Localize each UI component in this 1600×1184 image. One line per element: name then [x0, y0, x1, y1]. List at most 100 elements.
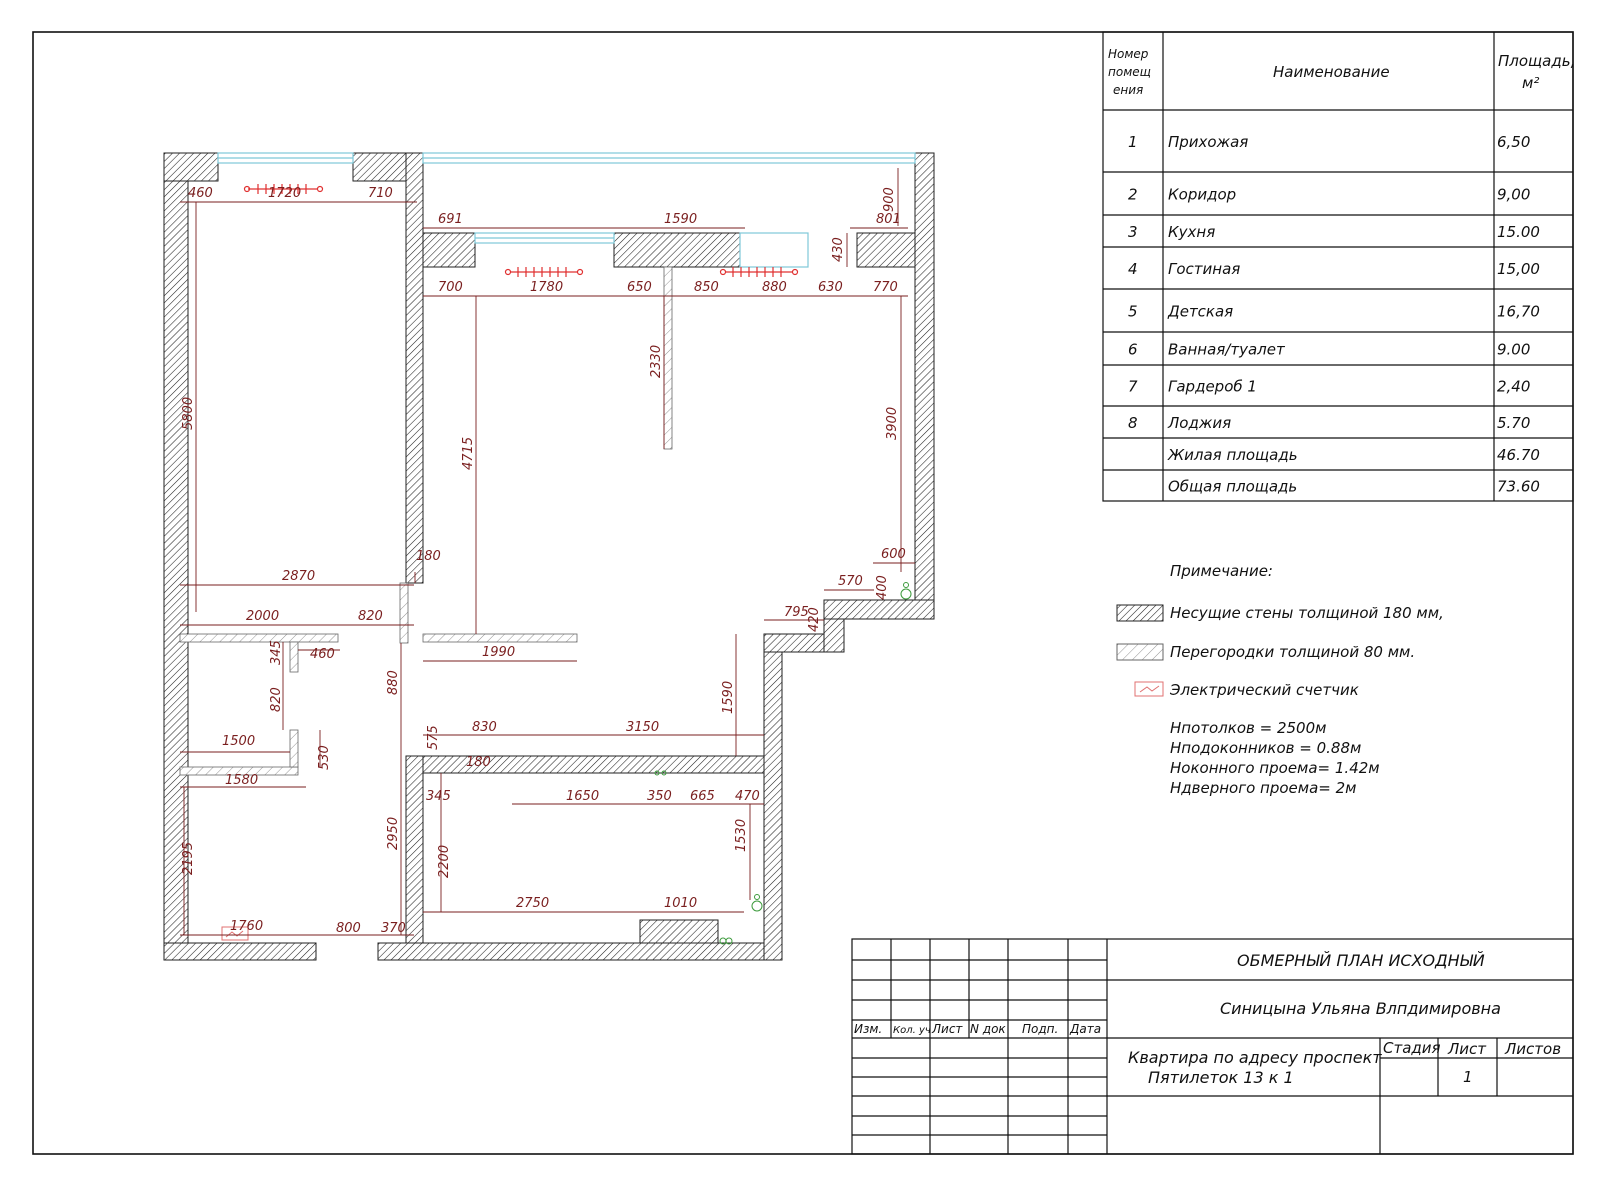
room-name: Гостиная — [1168, 260, 1240, 278]
room-name: Прихожая — [1168, 133, 1248, 151]
tb-column: Дата — [1069, 1022, 1101, 1036]
tb-column: N док — [970, 1022, 1006, 1036]
dim-label: 2870 — [282, 569, 315, 584]
table-header-number: помещ — [1108, 65, 1151, 79]
tb-column: Подп. — [1022, 1022, 1058, 1036]
dim-label: 400 — [875, 575, 890, 600]
room-area: 9,00 — [1497, 186, 1530, 204]
riser-icon — [900, 588, 912, 600]
dim-label: 1760 — [230, 919, 263, 934]
dim-label: 4715 — [461, 437, 476, 470]
dim-label: 710 — [368, 186, 393, 201]
room-name: Гардероб 1 — [1168, 378, 1257, 396]
sheet-frame — [32, 31, 1574, 1155]
dim-label: 2330 — [649, 345, 664, 378]
riser-icon — [661, 770, 667, 776]
riser-icon — [725, 937, 733, 945]
table-header-area: Площадь, — [1498, 52, 1575, 70]
riser-icon — [751, 900, 763, 912]
tb-column: Лист — [931, 1022, 963, 1036]
table-header-area: м² — [1522, 74, 1539, 92]
dim-label: 2950 — [386, 817, 401, 850]
legend-text: Электрический счетчик — [1169, 681, 1359, 699]
dim-label: 2200 — [437, 845, 452, 878]
room-number: 5 — [1128, 303, 1138, 321]
room-name: Жилая площадь — [1167, 446, 1298, 464]
sheet-label: Лист — [1447, 1040, 1487, 1058]
dim-label: 900 — [882, 187, 897, 212]
room-name: Коридор — [1168, 186, 1236, 204]
dim-label: 2195 — [181, 842, 196, 875]
room-name: Общая площадь — [1168, 478, 1297, 496]
dim-label: 770 — [873, 280, 898, 295]
height-note: Ноконного проема= 1.42м — [1170, 759, 1380, 777]
dim-label: 180 — [416, 549, 441, 564]
dim-label: 1010 — [664, 896, 697, 911]
radiator-icon-1 — [243, 184, 324, 194]
legend-text: Перегородки толщиной 80 мм. — [1170, 643, 1415, 661]
dim-label: 600 — [881, 547, 906, 562]
dim-label: 350 — [647, 789, 672, 804]
sheet-number: 1 — [1463, 1068, 1473, 1086]
room-number: 7 — [1128, 378, 1138, 396]
table-header-name: Наименование — [1273, 63, 1390, 81]
dim-label: 2750 — [516, 896, 549, 911]
sheets-label: Листов — [1504, 1040, 1561, 1058]
dim-label: 1780 — [530, 280, 563, 295]
riser-icon — [903, 582, 909, 588]
dim-label: 345 — [269, 640, 284, 665]
dimension-labels: 460 1720 710 691 1590 801 900 430 700 17… — [181, 186, 906, 936]
dim-label: 1580 — [225, 773, 258, 788]
table-header-number: Номер — [1108, 47, 1149, 61]
room-name: Ванная/туалет — [1168, 341, 1286, 359]
dim-label: 1650 — [566, 789, 599, 804]
room-name: Детская — [1167, 303, 1233, 321]
notes: Примечание: Несущие стены толщиной 180 м… — [1116, 562, 1444, 797]
room-name: Лоджия — [1167, 414, 1231, 432]
dim-label: 650 — [627, 280, 652, 295]
room-number: 3 — [1128, 223, 1138, 241]
dim-label: 820 — [269, 687, 284, 712]
drawing-title: ОБМЕРНЫЙ ПЛАН ИСХОДНЫЙ — [1237, 951, 1485, 970]
dim-label: 1530 — [734, 819, 749, 852]
partition-hatch-icon — [1116, 643, 1164, 661]
dim-label: 345 — [426, 789, 451, 804]
room-area: 16,70 — [1497, 303, 1540, 321]
dim-label: 795 — [784, 605, 809, 620]
dim-label: 3150 — [626, 720, 659, 735]
room-area: 73.60 — [1497, 478, 1540, 496]
dim-label: 2000 — [246, 609, 279, 624]
rooms-table: Номер помещ ения Наименование Площадь, м… — [1102, 31, 1575, 502]
dim-label: 700 — [438, 280, 463, 295]
dim-label: 460 — [310, 647, 335, 662]
bearing-wall-hatch-icon — [1116, 604, 1164, 622]
legend-text: Несущие стены толщиной 180 мм, — [1170, 604, 1444, 622]
room-area: 9.00 — [1497, 341, 1530, 359]
room-area: 2,40 — [1497, 378, 1530, 396]
room-name: Кухня — [1168, 223, 1215, 241]
dim-label: 1590 — [721, 681, 736, 714]
dim-label: 880 — [762, 280, 787, 295]
partitions — [179, 266, 673, 776]
room-area: 5.70 — [1497, 414, 1530, 432]
dim-label: 820 — [358, 609, 383, 624]
tb-column: Изм. — [854, 1022, 882, 1036]
height-note: Нпотолков = 2500м — [1170, 719, 1326, 737]
table-header-number: ения — [1113, 83, 1143, 97]
radiator-icon-2 — [504, 267, 584, 277]
dim-label: 180 — [466, 755, 491, 770]
room-number: 2 — [1128, 186, 1138, 204]
electric-meter-icon — [221, 926, 249, 941]
dimension-lines — [180, 168, 915, 936]
dim-label: 430 — [831, 237, 846, 262]
room-number: 8 — [1128, 414, 1138, 432]
author-name: Синицына Ульяна Влпдимировна — [1220, 999, 1501, 1018]
riser-icon — [754, 894, 760, 900]
tb-column: Кол. уч — [893, 1025, 931, 1036]
room-area: 15.00 — [1497, 223, 1540, 241]
room-number: 6 — [1128, 341, 1138, 359]
dim-label: 1500 — [222, 734, 255, 749]
room-area: 46.70 — [1497, 446, 1540, 464]
